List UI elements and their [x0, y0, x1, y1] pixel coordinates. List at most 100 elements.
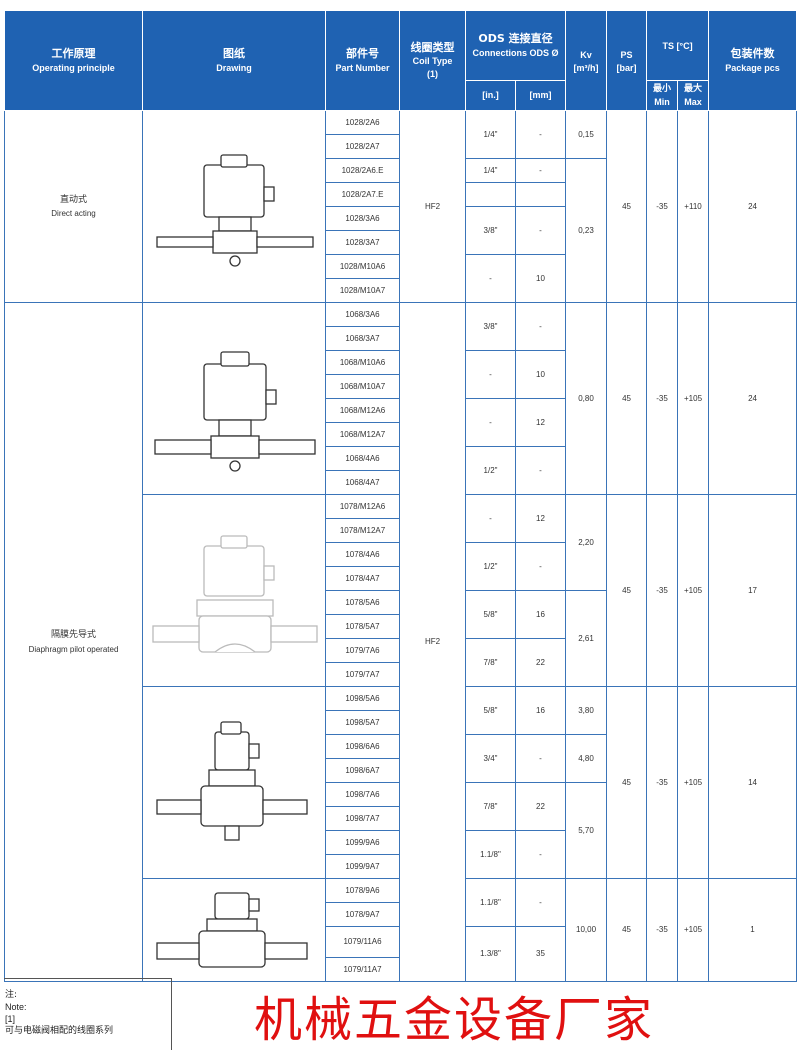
ods-in-cell: 1.3/8" [465, 926, 516, 982]
kv-cell: 3,80 [565, 686, 608, 735]
ods-mm-cell: 35 [514, 926, 567, 982]
ts-min-cell: -35 [646, 110, 679, 303]
table-row: 1098/5A7 [5, 710, 797, 735]
ods-in-cell: - [465, 254, 516, 303]
part-number-cell: 1099/9A7 [325, 854, 400, 879]
kv-cell: 0,23 [565, 158, 608, 303]
ods-mm-cell: - [514, 302, 567, 351]
part-number-cell: 1028/2A6 [325, 110, 400, 135]
part-number-cell: 1079/7A7 [325, 662, 400, 687]
table-row: 1079/11A6 1.3/8"35 [5, 926, 797, 982]
ods-mm-cell: - [514, 878, 567, 927]
part-number-cell: 1068/M10A7 [325, 374, 400, 399]
part-number-cell: 1078/M12A7 [325, 518, 400, 543]
ps-cell: 45 [606, 494, 648, 687]
ods-in-cell: 1.1/8" [465, 830, 516, 879]
part-number-cell: 1078/9A6 [325, 878, 400, 903]
ods-in-cell: 3/8" [465, 206, 516, 255]
table-row: 1068/4A7 [5, 470, 797, 495]
ods-in-cell: 7/8" [465, 782, 516, 831]
part-number-cell: 1078/4A7 [325, 566, 400, 591]
package-cell: 24 [708, 302, 798, 495]
coil-cell: HF2 [399, 302, 466, 982]
table-row: 1078/5A7 [5, 614, 797, 639]
ods-mm-cell: 12 [514, 398, 567, 447]
solenoid-valve-drawing-2 [154, 350, 316, 472]
part-number-cell: 1068/3A6 [325, 302, 400, 327]
ods-in-cell: 1.1/8" [465, 878, 516, 927]
note-line: [1] [5, 1014, 16, 1024]
part-number-cell: 1079/11A6 [325, 926, 400, 958]
ods-mm-cell: - [514, 110, 567, 159]
ods-mm-cell: - [514, 734, 567, 783]
kv-cell: 0,15 [565, 110, 608, 159]
note-line: 注: [5, 990, 18, 1000]
part-number-cell: 1099/9A6 [325, 830, 400, 855]
ts-max-cell: +105 [677, 302, 710, 495]
ts-min-cell: -35 [646, 302, 679, 495]
part-number-cell: 1028/3A7 [325, 230, 400, 255]
ods-in-cell: 7/8" [465, 638, 516, 687]
part-number-cell: 1028/3A6 [325, 206, 400, 231]
drawing-cell [142, 302, 326, 495]
ods-in-cell: 5/8" [465, 686, 516, 735]
ods-in-cell: 1/2" [465, 446, 516, 495]
table-row: 1068/M12A6-12 [5, 398, 797, 447]
part-number-cell: 1078/5A6 [325, 590, 400, 615]
coil-cell: HF2 [399, 110, 466, 303]
ods-mm-cell: - [514, 158, 567, 183]
part-number-cell: 1078/5A7 [325, 614, 400, 639]
solenoid-valve-drawing-5 [156, 892, 308, 968]
table-row: 1028/M10A6-10 [5, 254, 797, 303]
ps-cell: 45 [606, 878, 648, 982]
part-number-cell: 1079/7A6 [325, 638, 400, 663]
ods-mm-cell: 22 [514, 638, 567, 687]
kv-cell: 2,20 [565, 494, 608, 591]
ps-cell: 45 [606, 302, 648, 495]
note-line: 可与电磁阀相配的线圈系列 [5, 1026, 114, 1036]
header-ods-in: [in.] [465, 80, 516, 111]
part-number-cell: 1028/M10A6 [325, 254, 400, 279]
package-cell: 24 [708, 110, 798, 303]
ods-in-cell: 1/4" [465, 158, 516, 183]
ts-max-cell: +105 [677, 494, 710, 687]
package-cell: 14 [708, 686, 798, 879]
header-ts: TS [°C] [646, 10, 710, 81]
ods-mm-cell: 22 [514, 782, 567, 831]
ods-mm-cell: 16 [514, 686, 567, 735]
ods-mm-cell: 16 [514, 590, 567, 639]
ts-min-cell: -35 [646, 686, 679, 879]
kv-cell: 0,80 [565, 302, 608, 495]
ts-min-cell: -35 [646, 494, 679, 687]
ods-mm-cell: - [514, 206, 567, 255]
ods-mm-cell: - [514, 830, 567, 879]
ods-in-cell: - [465, 350, 516, 399]
part-number-cell: 1068/4A6 [325, 446, 400, 471]
notes: 注: Note: [1] 可与电磁阀相配的线圈系列 [4, 978, 172, 1050]
drawing-cell [142, 686, 326, 879]
part-number-cell: 1098/5A7 [325, 710, 400, 735]
part-number-cell: 1028/M10A7 [325, 278, 400, 303]
part-number-cell: 1078/4A6 [325, 542, 400, 567]
ods-in-cell: - [465, 494, 516, 543]
drawing-cell [142, 878, 326, 982]
ts-min-cell: -35 [646, 878, 679, 982]
part-number-cell: 1028/2A7.E [325, 182, 400, 207]
